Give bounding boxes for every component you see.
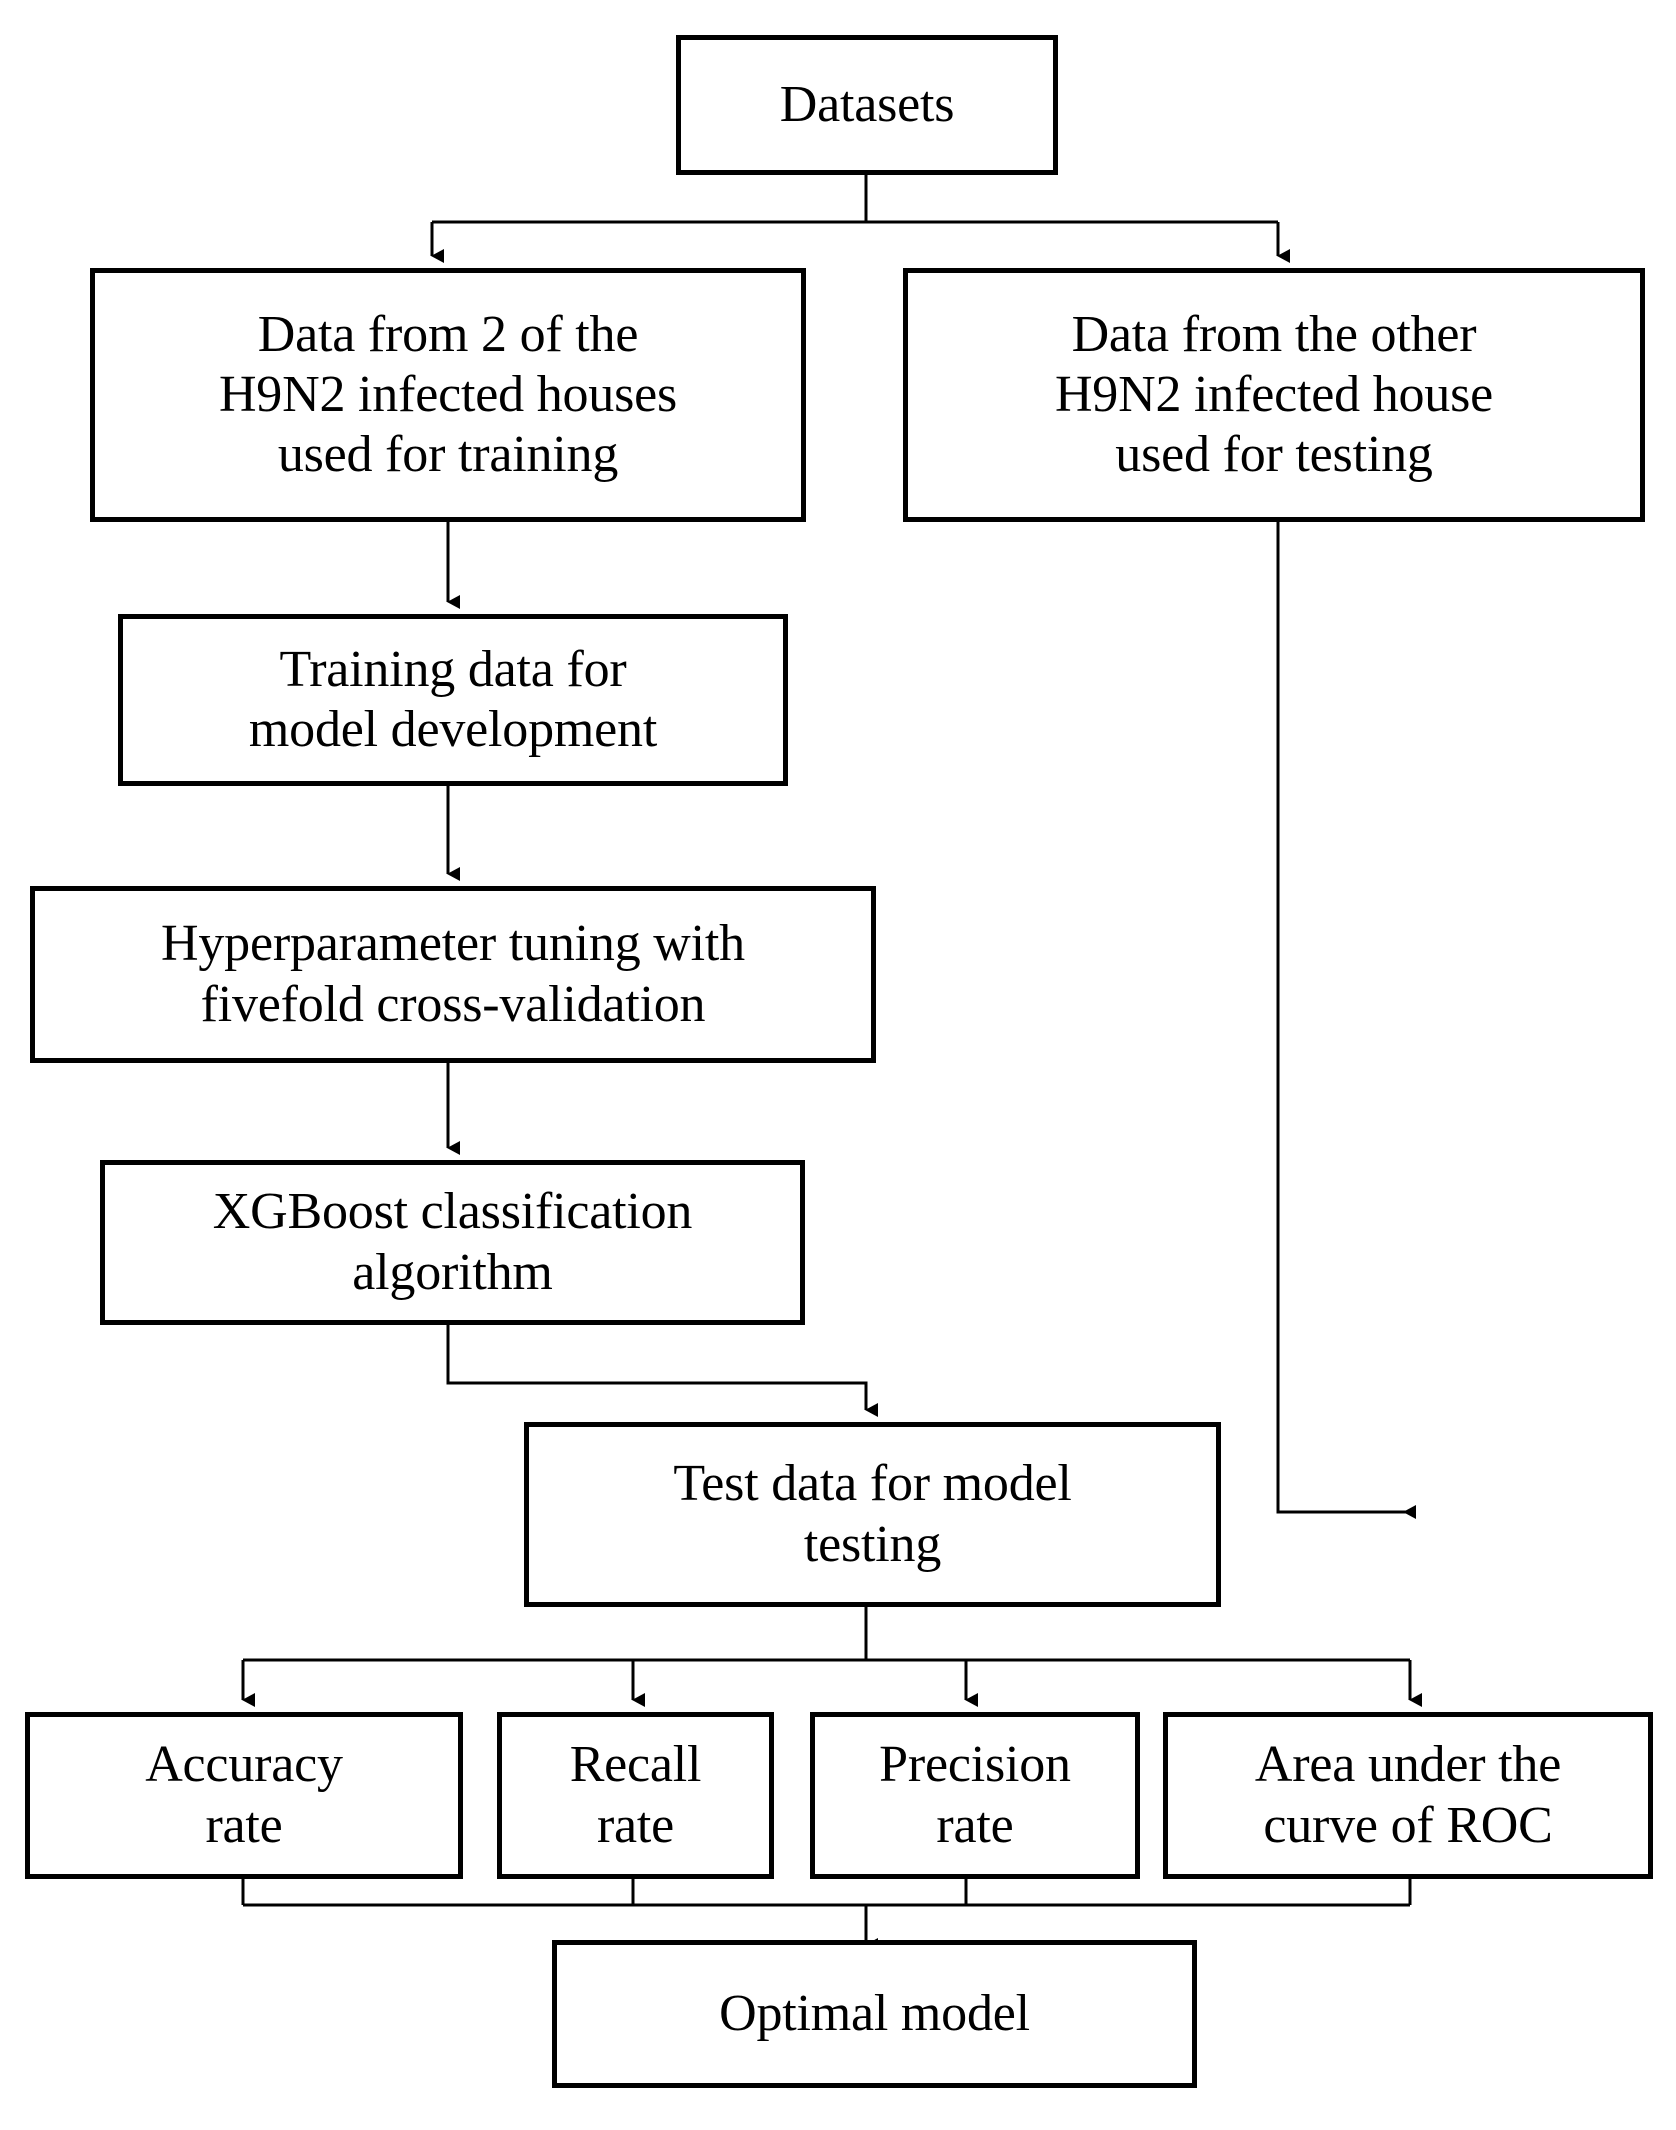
node-test-data[interactable]: Test data for model testing [524,1422,1221,1607]
node-auc-label: Area under the curve of ROC [1254,1736,1562,1854]
node-test-data-label: Test data for model testing [673,1455,1072,1573]
node-accuracy-label: Accuracy rate [145,1736,343,1854]
edge-test-source-to-test-data [1276,522,1416,1519]
node-xgboost-label: XGBoost classification algorithm [212,1183,693,1301]
node-training-data-label: Training data for model development [248,640,658,758]
node-test-source[interactable]: Data from the other H9N2 infected house … [903,268,1645,522]
node-recall-label: Recall rate [569,1736,702,1854]
node-recall[interactable]: Recall rate [497,1712,774,1879]
node-hyperparameter[interactable]: Hyperparameter tuning with fivefold cros… [30,886,876,1063]
node-datasets[interactable]: Datasets [676,35,1058,175]
node-train-source-label: Data from 2 of the H9N2 infected houses … [218,305,678,484]
node-optimal-model[interactable]: Optimal model [552,1940,1197,2088]
node-train-source[interactable]: Data from 2 of the H9N2 infected houses … [90,268,806,522]
node-hyperparameter-label: Hyperparameter tuning with fivefold cros… [161,915,745,1033]
node-test-source-label: Data from the other H9N2 infected house … [1054,305,1494,484]
edge-xgboost-to-test-data [446,1323,878,1417]
node-datasets-label: Datasets [779,75,955,133]
node-precision-label: Precision rate [879,1736,1071,1854]
node-accuracy[interactable]: Accuracy rate [25,1712,463,1879]
node-xgboost[interactable]: XGBoost classification algorithm [100,1160,805,1325]
node-auc[interactable]: Area under the curve of ROC [1163,1712,1653,1879]
node-optimal-model-label: Optimal model [719,1984,1030,2042]
node-precision[interactable]: Precision rate [810,1712,1140,1879]
node-training-data[interactable]: Training data for model development [118,614,788,786]
